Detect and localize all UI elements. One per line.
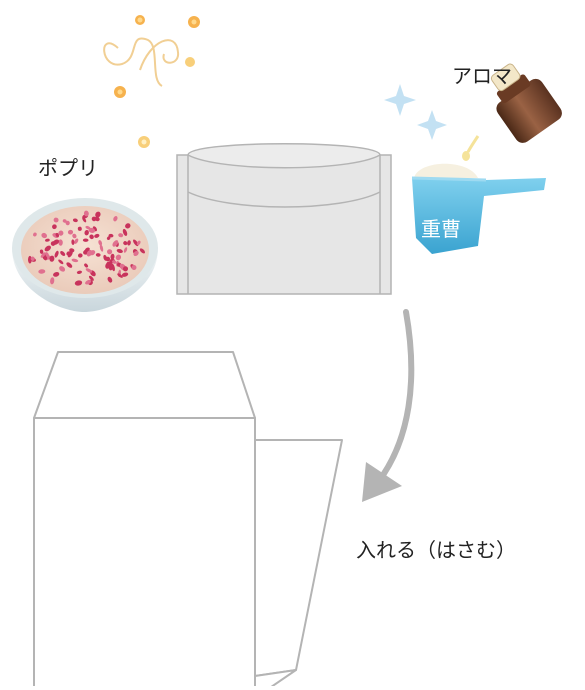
aroma-label: アロマ [452,64,512,88]
mesh-bag-icon [176,143,392,295]
measuring-scoop-icon [411,163,546,254]
envelope-icon [33,351,343,690]
insert-action-label: 入れる（はさむ） [356,538,516,562]
baking-soda-label: 重曹 [421,217,461,241]
curved-arrow-icon [362,309,415,502]
flower-scent-icon [103,15,200,148]
potpourri-label: ポプリ [38,156,98,180]
sparkle-icon [384,84,447,140]
potpourri-bowl-icon [12,198,158,312]
aroma-oil-bottle-icon [462,63,562,161]
